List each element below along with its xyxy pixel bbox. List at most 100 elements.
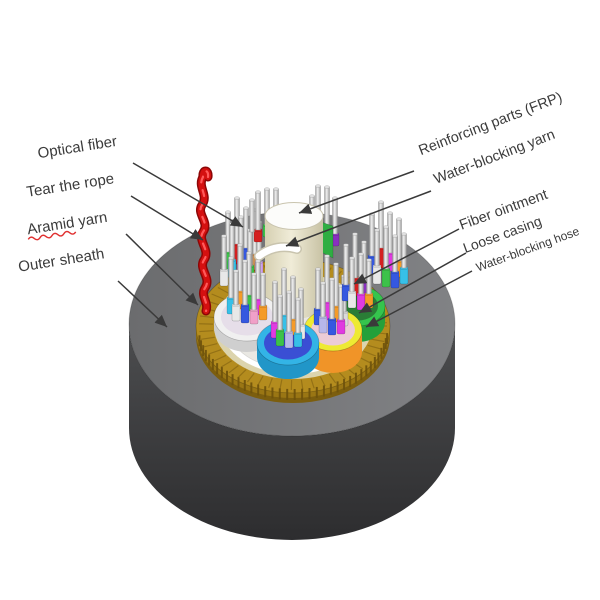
fiber-tip-cap: [238, 215, 244, 219]
optical-fiber: [249, 198, 255, 233]
optical-fiber: [240, 259, 250, 324]
armor-tooth: [279, 379, 283, 390]
leader-line: [298, 170, 415, 214]
fiber-bare-tip: [260, 273, 266, 307]
fiber-jacket: [240, 304, 250, 324]
fiber-jacket: [249, 309, 259, 325]
fiber-tip-cap: [401, 232, 407, 236]
armor-tooth: [319, 376, 326, 387]
optical-fiber: [381, 225, 391, 288]
fiber-tip-cap: [396, 217, 402, 221]
optical-fiber: [284, 290, 294, 349]
fiber-tip-cap: [286, 290, 292, 294]
diagram-label-text: Optical fiber: [36, 133, 118, 162]
fiber-bare-tip: [369, 213, 375, 257]
fiber-tip-cap: [290, 275, 296, 279]
optical-fiber: [327, 277, 337, 336]
fiber-tip-cap: [249, 198, 255, 202]
diagram-label: Tear the rope: [25, 170, 115, 201]
armor-tooth: [300, 379, 304, 390]
fiber-jacket: [284, 331, 294, 349]
fiber-bare-tip: [358, 253, 364, 295]
leader-line: [365, 270, 473, 328]
diagram-label: Optical fiber: [36, 133, 118, 162]
armor-tooth: [199, 330, 214, 333]
armor-tooth: [246, 372, 255, 383]
fiber-tip-cap: [251, 272, 257, 276]
fiber-tip-cap: [366, 258, 372, 262]
fiber-tip-cap: [361, 240, 367, 244]
fiber-tip-cap: [281, 267, 287, 271]
fiber-jacket: [390, 271, 400, 289]
fiber-bare-tip: [324, 186, 330, 230]
fiber-tip-cap: [246, 251, 252, 255]
fiber-bare-tip: [221, 235, 227, 271]
armor-tooth: [257, 375, 264, 386]
tear-rope-twist-highlight: [199, 169, 210, 313]
armor-tooth: [217, 286, 230, 295]
fiber-tip-cap: [309, 194, 315, 198]
optical-fiber: [249, 272, 259, 325]
optical-fibers-front-group: [226, 232, 374, 349]
armor-tooth: [363, 350, 377, 357]
armor-tooth: [220, 360, 233, 368]
optical-fiber: [275, 294, 285, 347]
fiber-tip-cap: [264, 187, 270, 191]
diagram-label-text: Reinforcing parts (FRP): [417, 90, 565, 160]
fiber-bare-tip: [277, 295, 283, 331]
armor-tooth: [268, 377, 273, 389]
leader-line: [117, 280, 168, 328]
fiber-tip-cap: [221, 234, 227, 238]
fiber-jacket: [231, 304, 241, 322]
fiber-jacket: [258, 305, 268, 321]
fiber-jacket: [318, 316, 328, 334]
fiber-tip-cap: [358, 252, 364, 256]
armor-tooth: [200, 315, 215, 319]
armor-tooth: [310, 378, 315, 389]
fiber-bare-tip: [320, 282, 326, 318]
fiber-jacket: [399, 267, 409, 285]
optical-fiber: [399, 232, 409, 285]
outer-sheath-side: [129, 324, 455, 540]
fiber-bare-tip: [295, 298, 301, 334]
optical-fiber: [347, 256, 357, 309]
fiber-tip-cap: [234, 196, 240, 200]
fiber-tip-cap: [242, 259, 248, 263]
fiber-bare-tip: [349, 257, 355, 293]
fiber-tip-cap: [343, 243, 349, 247]
fiber-tip-cap: [298, 287, 304, 291]
fiber-tip-cap: [229, 222, 235, 226]
fiber-tip-cap: [255, 190, 261, 194]
fiber-jacket: [356, 293, 366, 311]
fiber-bare-tip: [392, 235, 398, 273]
leader-lines-group: [117, 162, 473, 328]
fiber-tip-cap: [349, 256, 355, 260]
optical-fiber: [219, 234, 229, 287]
armor-tooth: [208, 349, 222, 355]
fiber-tip-cap: [277, 294, 283, 298]
leader-line: [125, 233, 199, 306]
diagram-label: Aramid yarn: [26, 209, 109, 241]
armor-tooth: [237, 369, 247, 379]
armor-tooth: [370, 338, 385, 343]
fiber-tip-cap: [243, 206, 249, 210]
water-blocking-yarn-band: [255, 243, 301, 260]
optical-fiber: [253, 190, 263, 243]
fiber-tip-cap: [333, 262, 339, 266]
fiber-bare-tip: [343, 244, 349, 286]
fiber-tip-cap: [383, 225, 389, 229]
fiber-tip-cap: [295, 297, 301, 301]
fiber-tip-cap: [260, 272, 266, 276]
fiber-bare-tip: [249, 199, 255, 233]
armor-tooth: [228, 365, 239, 374]
armor-tooth: [203, 342, 218, 348]
fiber-tip-cap: [320, 281, 326, 285]
fiber-tip-cap: [329, 277, 335, 281]
diagram-label-text: Outer sheath: [17, 245, 105, 275]
armor-tooth: [367, 344, 381, 350]
fiber-bare-tip: [272, 281, 278, 323]
fiber-tip-cap: [352, 232, 358, 236]
fiber-tip-cap: [315, 267, 321, 271]
